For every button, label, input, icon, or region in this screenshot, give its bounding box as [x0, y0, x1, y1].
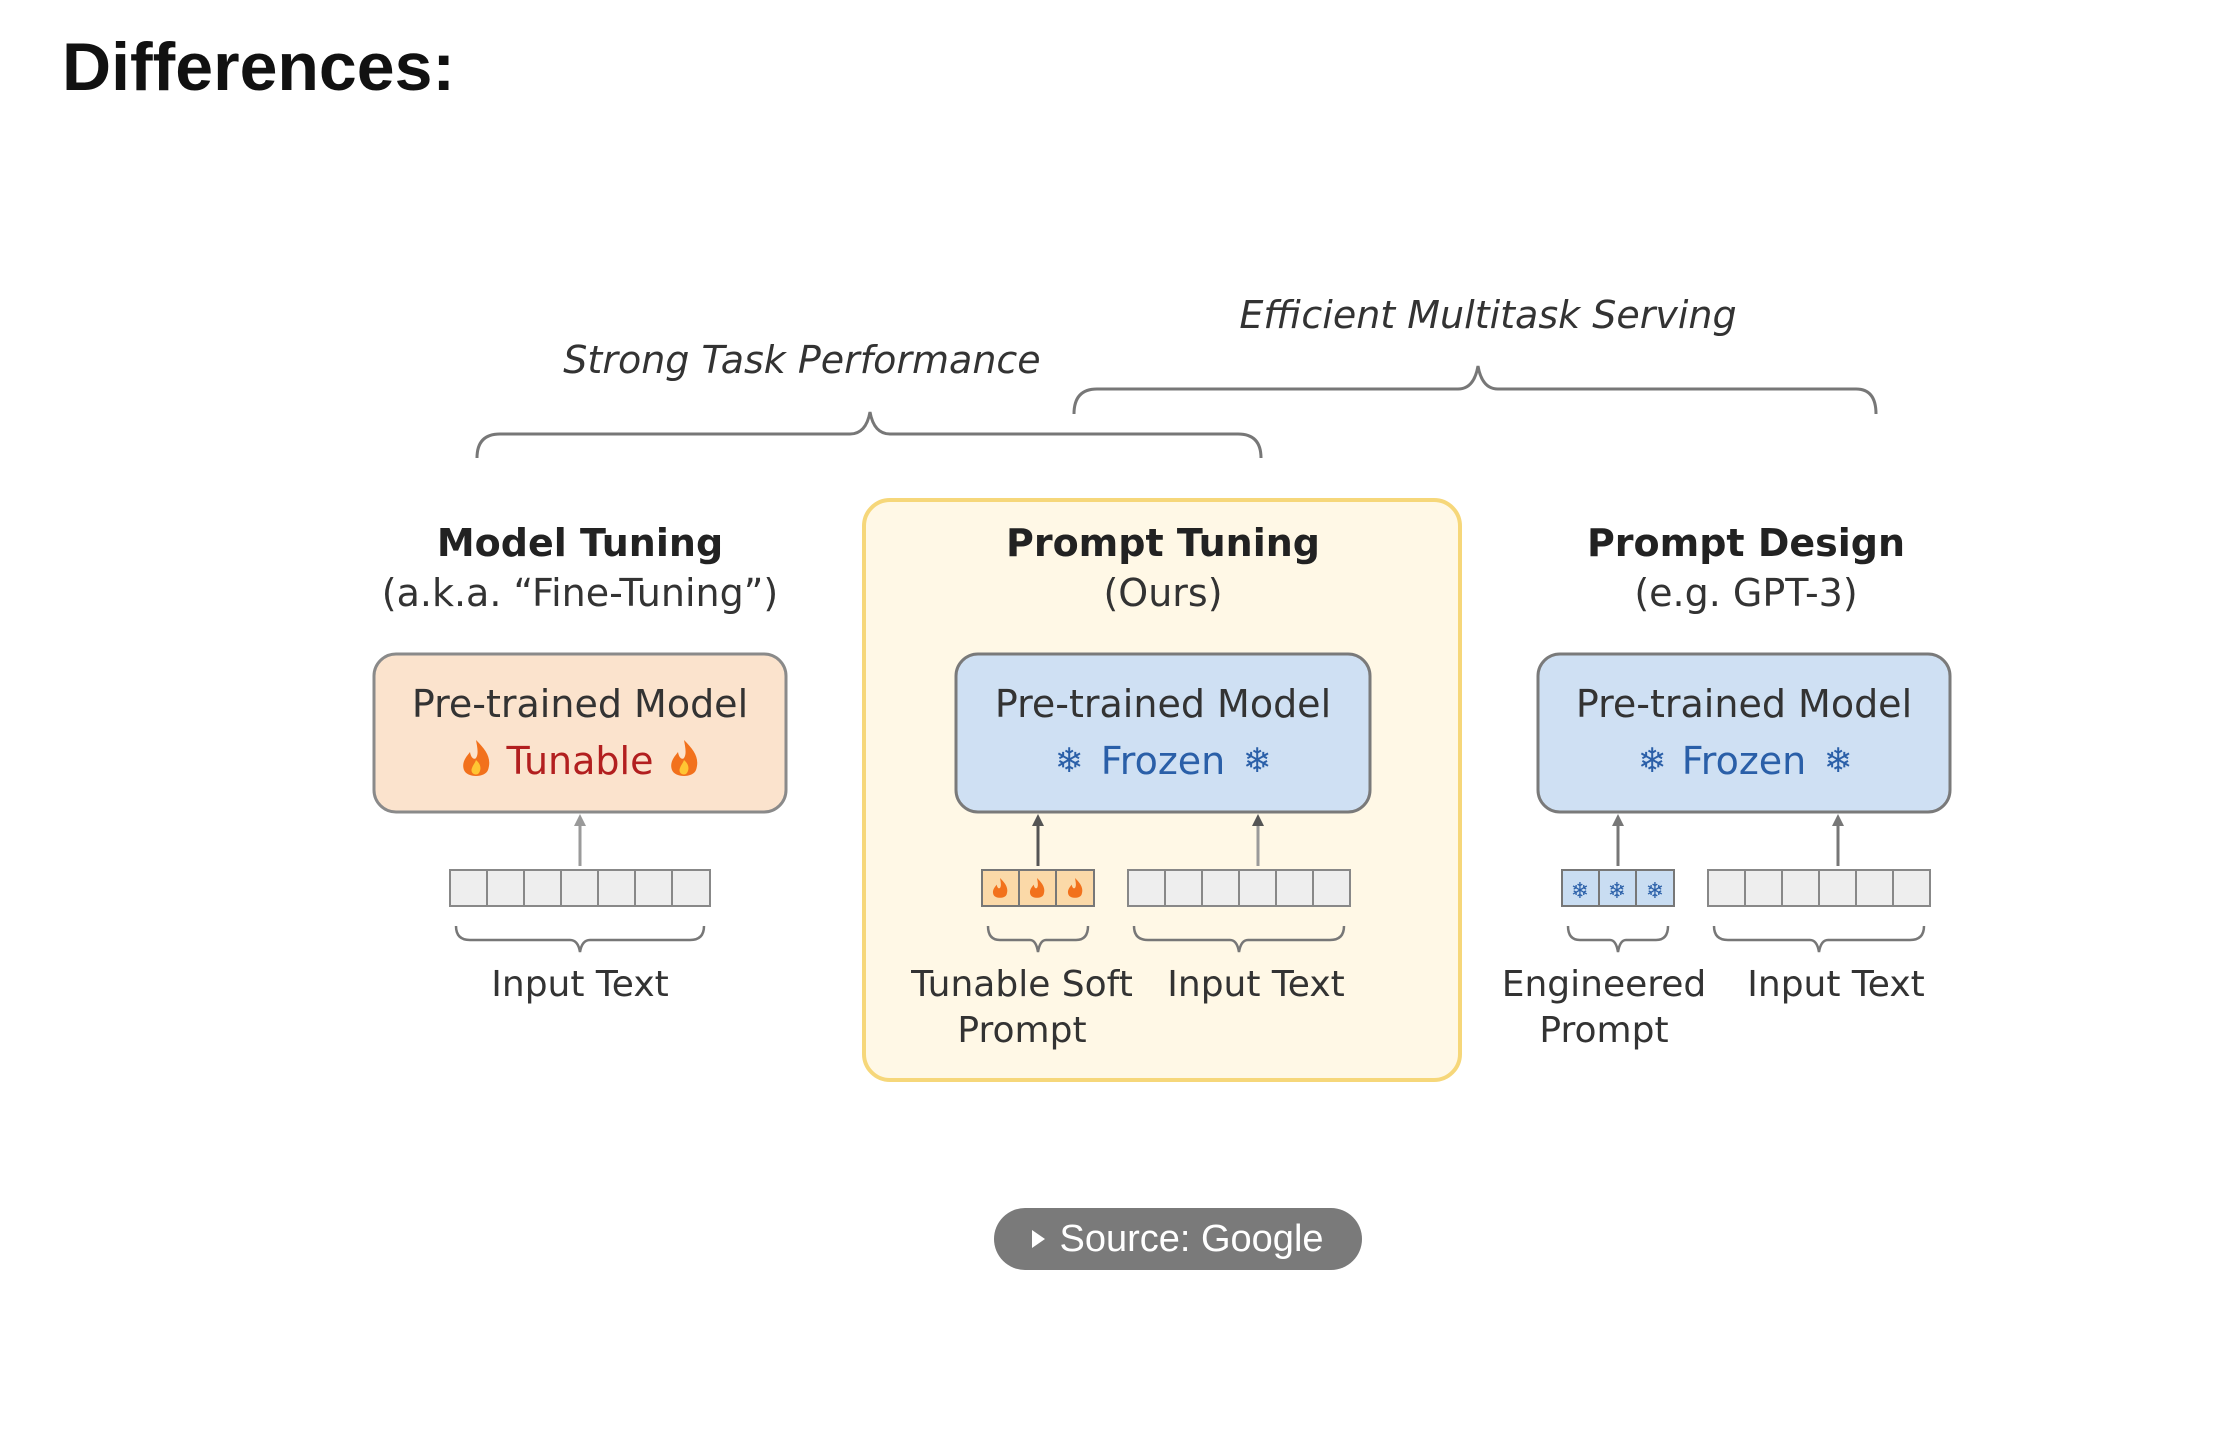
fire-icon — [1067, 878, 1083, 898]
prompt-design-state-label: Frozen — [1682, 739, 1807, 783]
model-tuning-box — [372, 652, 788, 814]
soft-prompt-brace — [986, 925, 1090, 953]
prompt-tuning-state: ❄ Frozen ❄ — [1055, 739, 1272, 783]
prompt-design-box — [1536, 652, 1952, 814]
model-tuning-subtitle: (a.k.a. “Fine-Tuning”) — [382, 571, 778, 615]
soft-prompt-label-line1: Tunable Soft — [910, 964, 1133, 1005]
fire-icon — [671, 740, 698, 776]
model-tuning-input-label: Input Text — [491, 964, 668, 1005]
prompt-tuning-input-brace — [1132, 925, 1346, 953]
prompt-design-subtitle: (e.g. GPT-3) — [1634, 571, 1857, 615]
prompt-design-box-title: Pre-trained Model — [1576, 682, 1912, 726]
strong-task-performance-label: Strong Task Performance — [563, 338, 1040, 382]
fire-icon — [992, 878, 1008, 898]
model-tuning-state-label: Tunable — [506, 739, 654, 783]
prompt-design-input-label: Input Text — [1747, 964, 1924, 1005]
efficient-multitask-serving-label: Efficient Multitask Serving — [1239, 293, 1736, 337]
prompt-tuning-box-title: Pre-trained Model — [995, 682, 1331, 726]
prompt-tuning-subtitle: (Ours) — [1103, 571, 1222, 615]
prompt-design-input-tokens — [1707, 869, 1931, 907]
snowflake-icon: ❄ — [1055, 741, 1084, 781]
fire-icon — [1029, 878, 1045, 898]
snowflake-icon: ❄ — [1571, 879, 1589, 904]
model-tuning-title: Model Tuning — [437, 521, 723, 565]
snowflake-icon: ❄ — [1243, 741, 1272, 781]
engineered-prompt-label-line1: Engineered — [1502, 964, 1707, 1005]
snowflake-icon: ❄ — [1824, 741, 1853, 781]
snowflake-icon: ❄ — [1608, 879, 1626, 904]
engineered-prompt-brace — [1566, 925, 1670, 953]
prompt-design-title: Prompt Design — [1587, 521, 1905, 565]
fire-icon — [463, 740, 490, 776]
soft-prompt-label-line2: Prompt — [957, 1010, 1086, 1051]
prompt-design-input-brace — [1712, 925, 1926, 953]
snowflake-icon: ❄ — [1638, 741, 1667, 781]
snowflake-icon: ❄ — [1646, 879, 1664, 904]
efficient-serving-brace — [1072, 365, 1878, 415]
model-tuning-state: Tunable — [463, 739, 698, 783]
model-tuning-input-tokens — [449, 869, 711, 907]
prompt-tuning-state-label: Frozen — [1101, 739, 1226, 783]
disclosure-triangle-icon — [1032, 1230, 1046, 1248]
soft-prompt-tokens — [981, 869, 1095, 907]
prompt-design-state: ❄ Frozen ❄ — [1638, 739, 1853, 783]
prompt-tuning-title: Prompt Tuning — [1006, 521, 1320, 565]
prompt-tuning-input-tokens — [1127, 869, 1351, 907]
model-tuning-input-brace — [454, 925, 706, 953]
page-title: Differences: — [62, 29, 456, 105]
prompt-tuning-box — [954, 652, 1372, 814]
source-label: Source: Google — [1059, 1217, 1324, 1260]
engineered-prompt-label-line2: Prompt — [1539, 1010, 1668, 1051]
source-toggle-button[interactable]: Source: Google — [994, 1208, 1362, 1270]
engineered-prompt-tokens: ❄ ❄ ❄ — [1561, 869, 1675, 907]
strong-task-brace — [475, 411, 1263, 459]
prompt-tuning-input-label: Input Text — [1167, 964, 1344, 1005]
model-tuning-box-title: Pre-trained Model — [412, 682, 748, 726]
